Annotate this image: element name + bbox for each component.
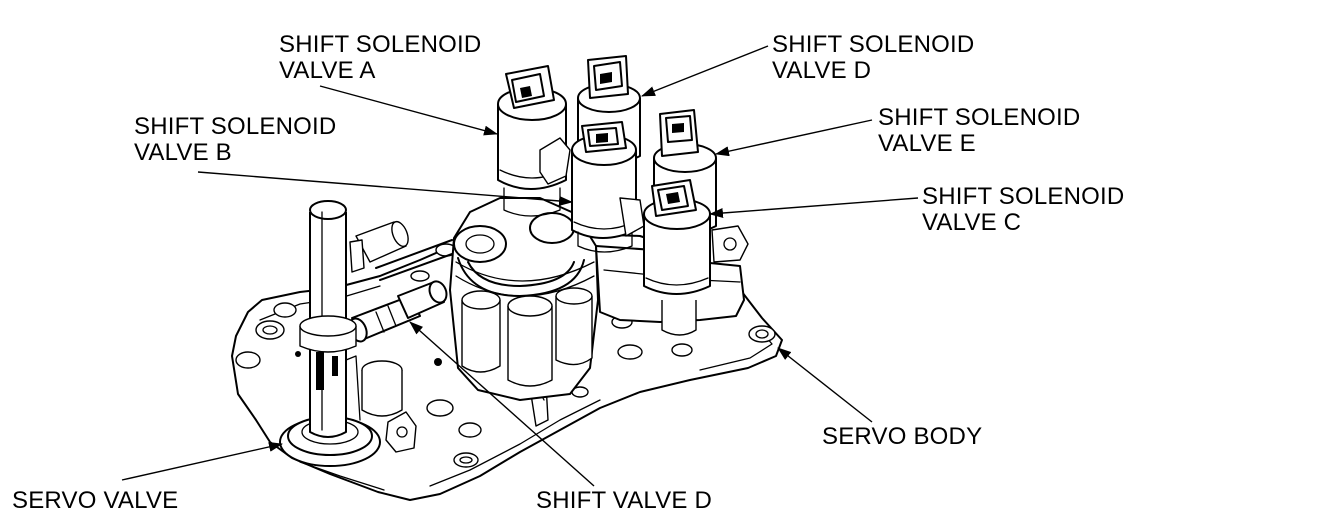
label-solenoid-a: SHIFT SOLENOID VALVE A — [279, 32, 481, 84]
label-solenoid-c-line1: SHIFT SOLENOID — [922, 183, 1125, 210]
shift-solenoid-a-part — [497, 65, 571, 217]
label-solenoid-c: SHIFT SOLENOID VALVE C — [922, 184, 1124, 236]
label-solenoid-d-line2: VALVE D — [772, 57, 872, 84]
label-solenoid-b-line1: SHIFT SOLENOID — [134, 113, 337, 140]
shift-solenoid-c-part — [643, 179, 749, 295]
leader-solenoid-a — [319, 85, 498, 136]
label-servo-body: SERVO BODY — [822, 423, 983, 450]
shift-valve-d-part — [348, 220, 453, 343]
label-solenoid-b: SHIFT SOLENOID VALVE B — [134, 114, 336, 166]
leader-servo-body — [777, 347, 873, 423]
label-solenoid-d: SHIFT SOLENOID VALVE D — [772, 32, 974, 84]
label-solenoid-e-line1: SHIFT SOLENOID — [878, 104, 1081, 131]
label-solenoid-a-line2: VALVE A — [279, 57, 376, 84]
label-solenoid-d-line1: SHIFT SOLENOID — [772, 31, 975, 58]
label-solenoid-e: SHIFT SOLENOID VALVE E — [878, 105, 1080, 157]
servo-valve-part — [279, 200, 403, 467]
label-solenoid-e-line2: VALVE E — [878, 130, 976, 157]
label-solenoid-c-line2: VALVE C — [922, 209, 1022, 236]
leader-solenoid-b — [197, 171, 573, 206]
leader-solenoid-d — [641, 45, 769, 97]
leader-solenoid-c — [709, 197, 919, 218]
label-solenoid-b-line2: VALVE B — [134, 139, 232, 166]
label-shift-valve-d: SHIFT VALVE D — [536, 487, 712, 514]
label-solenoid-a-line1: SHIFT SOLENOID — [279, 31, 482, 58]
leader-shift-valve-d — [409, 321, 595, 487]
leader-servo-valve — [121, 441, 283, 481]
leader-lines — [121, 45, 919, 487]
shift-solenoid-b-part — [571, 121, 645, 253]
label-servo-valve: SERVO VALVE — [12, 487, 179, 514]
leader-solenoid-e — [715, 119, 873, 157]
